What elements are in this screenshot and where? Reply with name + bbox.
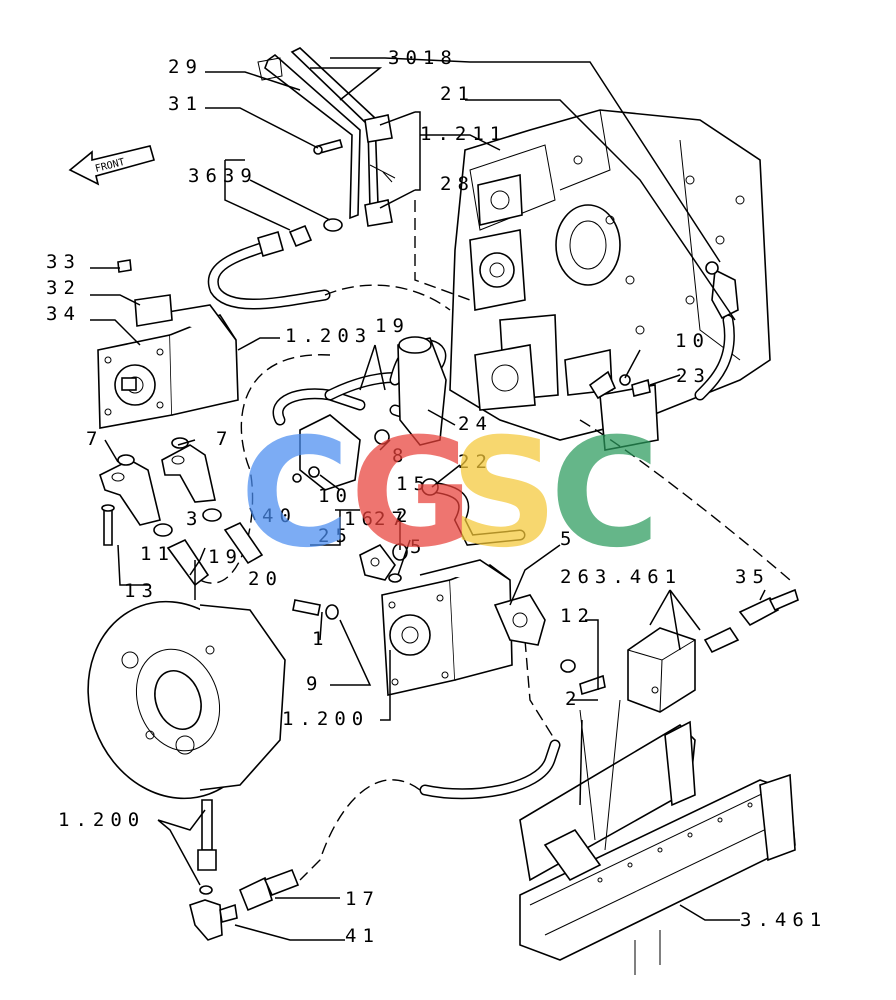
stud-bolt: [197, 799, 217, 895]
chassis-frame: [519, 699, 796, 975]
washer-9: [325, 604, 339, 620]
label-5-right: 5: [560, 528, 577, 550]
elbow-41: [189, 899, 238, 941]
oring-3a: [153, 523, 173, 537]
oring-7b: [171, 437, 189, 449]
fitting-25: [359, 543, 396, 581]
label-17: 17: [345, 888, 380, 910]
label-31: 31: [168, 93, 203, 115]
callout-labels: 29 3018 31 21 1.211 3639 28 33 32 34 1.2…: [46, 47, 827, 947]
label-7-left: 7: [86, 428, 103, 450]
tube-40: [223, 521, 264, 565]
left-hydraulic-pump: [97, 259, 239, 429]
label-41: 41: [345, 925, 380, 947]
label-23: 23: [676, 365, 711, 387]
watermark-letter-g: G: [350, 407, 473, 581]
tube-19: [166, 538, 210, 587]
fitting-35: [703, 588, 799, 654]
label-1-203: 1.203: [285, 325, 372, 347]
label-24: 24: [458, 413, 493, 435]
hose-lower: [419, 739, 561, 800]
label-35: 35: [735, 566, 770, 588]
label-10-mid: 10: [318, 485, 353, 507]
bolt-2: [579, 674, 606, 696]
label-12: 12: [560, 605, 595, 627]
oring-3b: [202, 508, 222, 522]
label-20: 20: [248, 568, 283, 590]
label-1-211: 1.211: [420, 123, 507, 145]
dashed-connector-6: [414, 200, 471, 301]
bolt-1: [292, 599, 321, 616]
fitting-10-23: [588, 370, 651, 400]
dashed-connector-2: [199, 354, 331, 584]
pipe-22: [421, 478, 526, 546]
label-29: 29: [168, 56, 203, 78]
transmission-housing: [449, 109, 771, 451]
label-34: 34: [46, 303, 81, 325]
label-25: 25: [318, 525, 353, 547]
dashed-connector-1: [324, 284, 451, 311]
label-2b: 2: [565, 688, 582, 710]
main-pump: [381, 559, 513, 696]
dashed-connector-4: [524, 639, 556, 741]
label-10-right: 10: [675, 330, 710, 352]
pump-fitting-263: [493, 594, 546, 646]
watermark-letter-c2: C: [550, 407, 660, 581]
oring-7a: [117, 454, 135, 466]
label-27: 27: [374, 508, 409, 530]
label-3018: 3018: [388, 47, 458, 69]
fitting-36: [288, 218, 343, 248]
label-2: 2: [396, 505, 413, 527]
watermark-letter-c1: C: [240, 407, 350, 581]
hose-upper: [207, 230, 331, 310]
rear-housing: [87, 600, 286, 800]
label-5-left: 5: [410, 536, 427, 558]
label-13: 13: [124, 580, 159, 602]
label-3639: 3639: [188, 165, 258, 187]
middle-manifold: [272, 336, 447, 491]
label-263-461: 263.461: [560, 566, 682, 588]
label-1-200-b: 1.200: [58, 809, 145, 831]
fitting-17: [238, 868, 300, 912]
label-1: 1: [312, 628, 329, 650]
label-7-right: 7: [216, 428, 233, 450]
label-32: 32: [46, 277, 81, 299]
label-15: 15: [396, 473, 431, 495]
label-28: 28: [440, 173, 475, 195]
label-33: 33: [46, 251, 81, 273]
label-16: 16: [344, 508, 379, 530]
label-19-low: 19: [208, 546, 243, 568]
bolt-13: [101, 504, 115, 546]
label-19-top: 19: [375, 315, 410, 337]
washer-12: [560, 659, 576, 673]
label-40: 40: [262, 505, 297, 527]
dashed-connector-5: [299, 779, 421, 881]
watermark-letter-s: S: [450, 407, 558, 581]
seal-5: [388, 573, 402, 583]
label-1-200-a: 1.200: [282, 708, 369, 730]
label-11: 11: [140, 543, 175, 565]
flange-right: [161, 444, 216, 503]
dashed-connector-3: [579, 419, 791, 581]
label-3: 3: [186, 508, 203, 530]
leader-lines: [90, 57, 766, 941]
label-21: 21: [440, 83, 475, 105]
watermark-cgsc: C G S C: [240, 407, 660, 581]
label-8: 8: [392, 445, 409, 467]
pipe-21: [694, 261, 739, 401]
front-arrow-icon: FRONT: [68, 145, 155, 186]
label-3-461: 3.461: [740, 909, 827, 931]
label-9: 9: [306, 673, 323, 695]
bolt-31: [313, 139, 343, 155]
sensor-block: [627, 627, 696, 713]
label-22: 22: [458, 451, 493, 473]
tube-assembly: [257, 47, 396, 227]
